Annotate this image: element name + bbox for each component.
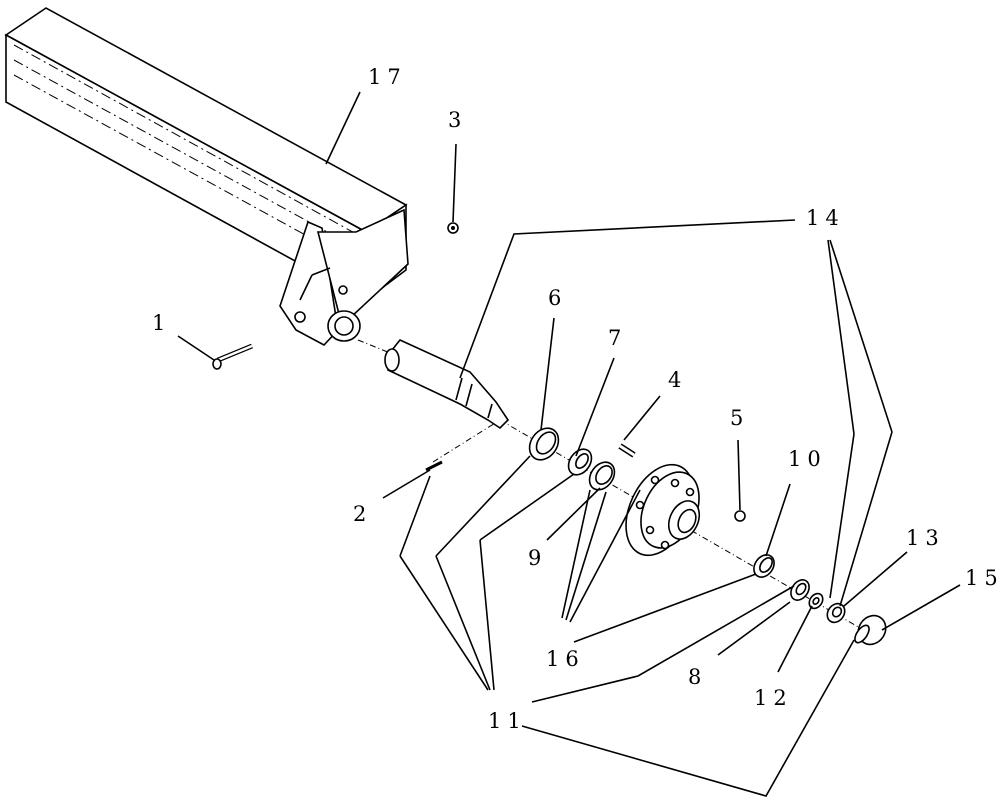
callout-14: 14	[806, 206, 845, 230]
callout-11: 11	[488, 709, 527, 733]
callout-8: 8	[688, 665, 707, 689]
wheel-hub	[625, 463, 701, 557]
callout-7: 7	[608, 326, 627, 350]
cotter-pin	[425, 460, 443, 472]
wheel-stud	[618, 443, 636, 458]
callout-13: 13	[906, 526, 945, 550]
seal	[528, 427, 560, 461]
callout-4: 4	[668, 368, 687, 392]
washer	[808, 592, 824, 610]
callout-1: 1	[152, 311, 171, 335]
callout-12: 12	[754, 686, 793, 710]
callout-labels: 1 2 3 4 5 6 7 8 9 10 11 12 13 14 15 16 1…	[152, 65, 1000, 733]
axis-line	[432, 419, 501, 463]
callout-3: 3	[448, 108, 467, 132]
callout-10: 10	[788, 447, 827, 471]
callout-17: 17	[368, 65, 407, 89]
outer-bearing	[790, 579, 810, 601]
bolt	[212, 343, 253, 370]
spindle-shaft	[384, 339, 510, 430]
dust-cap	[854, 614, 887, 646]
callout-15: 15	[965, 566, 1000, 590]
outer-bearing-cup	[753, 554, 775, 578]
callout-5: 5	[730, 406, 749, 430]
callout-9: 9	[528, 546, 547, 570]
nut	[447, 222, 459, 234]
inner-bearing	[567, 448, 593, 476]
bearing-cup	[588, 461, 616, 491]
castle-nut	[826, 602, 846, 624]
callout-16: 16	[546, 647, 585, 671]
axis-line	[499, 419, 861, 629]
callout-6: 6	[548, 286, 567, 310]
spindle-bracket	[279, 208, 409, 346]
lug-nut	[734, 510, 746, 522]
leader-lines	[177, 91, 961, 797]
callout-2: 2	[353, 502, 372, 526]
